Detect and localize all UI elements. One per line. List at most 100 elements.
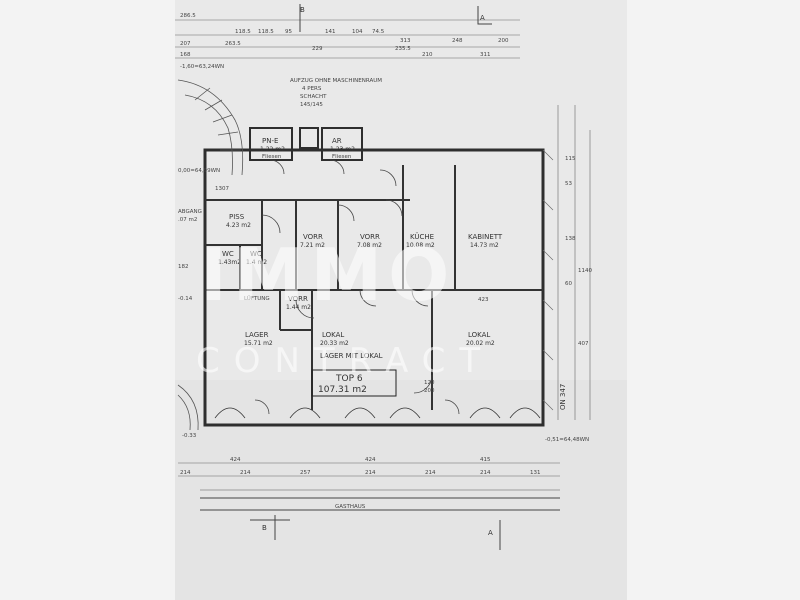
room-wc2-name: WC [250, 250, 262, 258]
room-ar-name: AR [332, 137, 342, 145]
room-kueche-area: 10.08 m2 [406, 242, 435, 249]
elevator-note-3: SCHACHT [300, 94, 327, 100]
room-lager-area: 15.71 m2 [244, 340, 273, 347]
dim-interior-014: -0.14 [178, 296, 193, 302]
stair-area: .07 m2 [178, 217, 197, 223]
outer-walls [203, 148, 545, 427]
dim-top-7: 74.5 [372, 29, 385, 35]
room-wc1-name: WC [222, 250, 234, 258]
street-label: ON 347 [559, 384, 567, 410]
dim-top-r3-1: 207 [180, 41, 191, 47]
unit-label: TOP 6 [335, 374, 363, 384]
bottom-dimension-lines [178, 462, 560, 477]
dim-top-2: 118.5 [235, 29, 251, 35]
level-right: -0,51=64,48WN [545, 437, 589, 443]
dim-top-3: 118.5 [258, 29, 274, 35]
dim-top-r4-4: 210 [422, 52, 433, 58]
dim-top-6: 104 [352, 29, 363, 35]
dim-bottom-r2-5: 214 [425, 470, 436, 476]
gasthaus-label: GASTHAUS [335, 504, 366, 510]
door-swings [254, 159, 460, 415]
dim-right-5: 1140 [578, 268, 592, 274]
dim-bottom-r2-1: 214 [180, 470, 191, 476]
lueftung-label: LÜFTUNG [244, 295, 270, 302]
dim-bottom-r2-3: 257 [300, 470, 311, 476]
dim-bottom-r2-7: 131 [530, 470, 541, 476]
room-vorr1-name: VORR [303, 233, 323, 241]
room-pn-e-name: PN-E [262, 137, 278, 145]
dim-top-r4-6: 311 [480, 52, 491, 58]
dim-top-r3-2: 263.5 [225, 41, 241, 47]
dim-top-10: 200 [498, 38, 509, 44]
dim-top-r4-1: 168 [180, 52, 191, 58]
room-piss-area: 4.23 m2 [226, 222, 251, 229]
dim-interior-182: 182 [178, 264, 189, 270]
section-a-top: A [480, 14, 485, 22]
room-lokal2-name: LOKAL [468, 331, 490, 339]
dim-interior-033: -0.33 [182, 433, 197, 439]
room-ar-area: 1.23 m2 [330, 146, 355, 153]
dim-top-9: 248 [452, 38, 463, 44]
watermark-main: IMMO [200, 233, 455, 317]
room-vorr1-area: 7.21 m2 [300, 242, 325, 249]
room-kueche-name: KÜCHE [410, 232, 434, 241]
unit-area: 107.31 m2 [318, 385, 367, 395]
dim-interior-423: 423 [478, 297, 489, 303]
dim-bottom-3: 415 [480, 457, 491, 463]
room-lokal2-area: 20.02 m2 [466, 340, 495, 347]
room-piss-name: PISS [229, 213, 245, 221]
dim-bottom-1: 424 [230, 457, 241, 463]
room-kabinett-area: 14.73 m2 [470, 242, 499, 249]
stair-label: ABGANG [178, 209, 202, 215]
elevator-note-1: AUFZUG OHNE MASCHINENRAUM [290, 78, 382, 84]
interior-walls [205, 165, 543, 410]
dim-bottom-2: 424 [365, 457, 376, 463]
room-vorr2-area: 7.08 m2 [357, 242, 382, 249]
dim-top-1: 286.5 [180, 13, 196, 19]
room-ar-sub: Fliesen [332, 154, 352, 160]
room-vorr3-area: 1.44 m2 [286, 304, 311, 311]
room-wc1-area: 1.43m2 [218, 259, 241, 266]
level-left: 0,00=64,99WN [178, 168, 220, 174]
dim-top-8: 313 [400, 38, 411, 44]
dim-bottom-r2-6: 214 [480, 470, 491, 476]
room-lokal1-name: LOKAL [322, 331, 344, 339]
facade-windows [214, 149, 541, 419]
room-vorr2-name: VORR [360, 233, 380, 241]
watermark-sub: CONTRACT [196, 341, 494, 381]
dim-top-r3-6: 235.5 [395, 46, 411, 52]
section-a-bottom: A [488, 529, 493, 537]
room-lokal1-area: 20.33 m2 [320, 340, 349, 347]
dim-interior-1307: 1307 [215, 186, 229, 192]
dim-interior-120: 120 [424, 380, 435, 386]
dim-interior-200: 200 [424, 388, 435, 394]
dim-right-2: 53 [565, 181, 572, 187]
usage-label: LAGER MIT LOKAL [320, 352, 383, 360]
dim-bottom-r2-2: 214 [240, 470, 251, 476]
facade-hatch [542, 149, 554, 411]
dim-right-4: 60 [565, 281, 572, 287]
section-b-bottom: B [262, 524, 267, 532]
section-b-top: B [300, 6, 305, 14]
level-top: -1,60=63,24WN [180, 64, 224, 70]
stair-upper [177, 79, 244, 176]
room-kabinett-name: KABINETT [468, 233, 503, 241]
dim-top-5: 141 [325, 29, 336, 35]
right-dimension-lines [557, 105, 591, 420]
section-markers [200, 4, 560, 550]
stair-lower [177, 384, 199, 431]
dim-bottom-r2-4: 214 [365, 470, 376, 476]
room-pn-e-area: 1.22 m2 [260, 146, 285, 153]
elevator-note-2: 4 PERS [302, 86, 322, 92]
unit-label-box [311, 369, 397, 397]
room-wc2-area: 1.4 m2 [246, 259, 267, 266]
top-dimension-lines [175, 19, 520, 59]
dim-right-6: 407 [578, 341, 589, 347]
dim-top-r3-3: 229 [312, 46, 323, 52]
dim-top-4: 95 [285, 29, 292, 35]
dim-right-1: 115 [565, 156, 576, 162]
room-vorr3-name: VORR [288, 295, 308, 303]
room-lager-name: LAGER [245, 331, 269, 339]
